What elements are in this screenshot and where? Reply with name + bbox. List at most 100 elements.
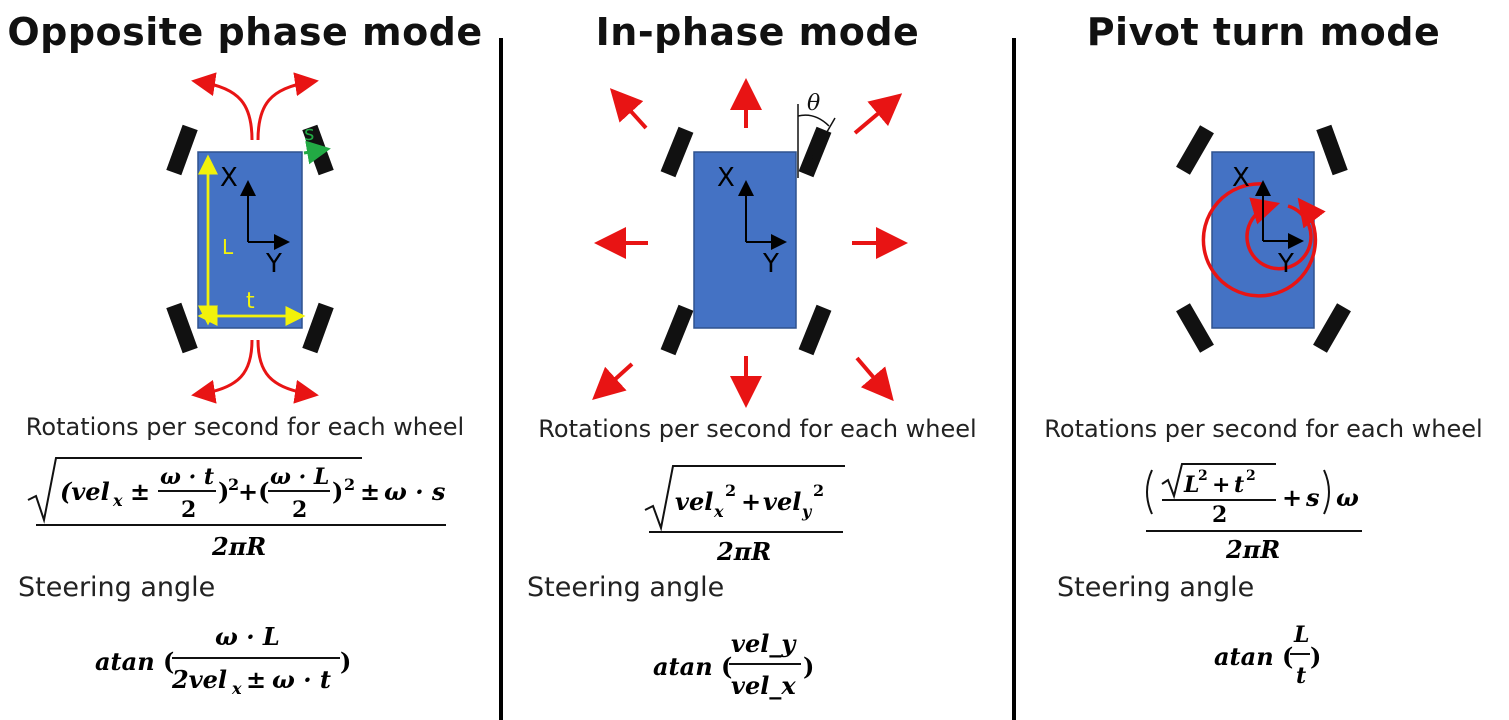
rotation-arrow-top-left [191,72,254,141]
svg-text:x: x [112,491,123,510]
s-offset-arrow [303,140,331,165]
svg-text:t: t [1234,472,1244,498]
svg-text:ω · L: ω · L [270,464,329,490]
steering-label: Steering angle [527,572,725,603]
theta-wheel-line [804,117,836,171]
divider-right [1012,38,1016,720]
x-axis-label: X [220,163,238,193]
svg-text:2: 2 [1198,468,1208,484]
svg-text:): ) [218,477,229,506]
svg-text:(vel: (vel [60,477,110,506]
pivot-turn-diagram: X Y [1176,124,1351,353]
wheel-front-right [1316,124,1348,176]
wheel-front-left [660,126,694,178]
steer-numerator: ω · L [215,622,280,651]
svg-text:2: 2 [813,481,824,500]
svg-text:±: ± [360,477,380,506]
panel-pivot-turn: Pivot turn mode X Y Rotations per second… [1018,0,1509,720]
svg-text:(: ( [1282,642,1293,671]
svg-text:2: 2 [228,475,239,494]
theta-label: θ [807,91,820,116]
steer-denominator: t [1296,663,1306,689]
opposite-phase-diagram: s L t X Y [166,72,334,404]
panel-title: In-phase mode [595,10,920,54]
svg-text:2: 2 [181,497,196,523]
wheel-front-left [166,124,198,176]
svg-text:(: ( [721,652,732,681]
svg-text:L: L [1183,472,1199,498]
svg-text:ω · s: ω · s [384,477,446,506]
s-label: s [304,121,314,145]
steering-label: Steering angle [1057,572,1255,603]
svg-text:2vel: 2vel [171,665,227,694]
atan-label: atan [653,652,713,681]
svg-text:+: + [1282,483,1302,512]
svg-text:2: 2 [292,497,307,523]
steering-formula: atan ( vel_y vel_x ) [653,629,814,700]
svg-text:ω: ω [1336,483,1359,512]
panel-title: Pivot turn mode [1086,10,1441,54]
rps-denominator: 2πR [211,532,266,560]
rotation-arrow-inner [1245,197,1313,271]
direction-arrow-down-left [592,362,634,401]
svg-text:+: + [1212,472,1230,498]
svg-text:): ) [1310,642,1321,671]
panel-opposite-phase: Opposite phase mode s L t [0,0,490,720]
t-label: t [246,289,255,314]
x-axis-label: X [717,163,735,193]
svg-text:2: 2 [725,481,736,500]
panel-in-phase: In-phase mode θ X Y Rotations per secon [505,0,1010,720]
wheel-rear-right [798,304,832,356]
direction-arrow-down-right [855,356,894,402]
svg-text:x: x [713,502,724,521]
y-axis-label: Y [1277,249,1294,279]
svg-text:2: 2 [344,475,355,494]
atan-label: atan [95,647,155,676]
wheel-rear-left [166,302,198,354]
svg-text:): ) [332,477,343,506]
svg-text:): ) [803,652,814,681]
svg-text:ω · t: ω · t [160,464,214,490]
steering-formula: atan ( L t ) [1214,622,1321,689]
rps-label: Rotations per second for each wheel [538,415,977,443]
panel-title: Opposite phase mode [7,10,483,54]
rotation-arrow-top-right [256,72,319,141]
svg-text:ω · t: ω · t [272,665,331,694]
steering-label: Steering angle [18,572,216,603]
svg-text:±: ± [130,477,150,506]
wheel-rear-right [1313,303,1351,353]
rps-denominator: 2πR [716,537,771,560]
wheel-rear-left [1176,303,1214,353]
rps-formula: L 2 + t 2 2 + s ω 2πR [1146,463,1362,560]
rps-formula: (vel x ± ω · t 2 ) 2 +( ω · L 2 ) 2 ± ω … [27,457,446,560]
svg-text:): ) [340,647,351,676]
atan-label: atan [1214,642,1274,671]
y-axis-label: Y [762,249,779,279]
steer-numerator: L [1293,622,1309,648]
rotation-arrow-outer [1201,182,1326,298]
svg-text:±: ± [246,665,266,694]
rps-denominator: 2πR [1225,535,1280,560]
steer-numerator: vel_y [731,629,797,658]
rps-label: Rotations per second for each wheel [25,413,465,441]
svg-text:2: 2 [1246,468,1256,484]
rps-formula: vel x 2 + vel y 2 2πR [644,465,845,560]
steer-denominator: vel_x [731,671,796,700]
svg-text:(: ( [163,647,174,676]
wheel-front-left [1176,125,1214,175]
y-axis-label: Y [265,249,282,279]
svg-text:+: + [741,487,761,516]
L-label: L [222,235,234,259]
rps-label: Rotations per second for each wheel [1044,415,1483,443]
svg-text:2: 2 [1212,502,1227,528]
direction-arrow-up-left [609,88,648,130]
svg-text:x: x [231,679,242,698]
svg-text:y: y [801,502,813,521]
divider-left [499,38,503,720]
direction-arrow-up-right [853,93,903,135]
steering-formula: atan ( ω · L 2vel x ± ω · t ) [95,622,351,698]
in-phase-diagram: θ X Y [592,78,908,408]
svg-text:vel: vel [763,487,801,516]
svg-text:s: s [1305,483,1320,512]
wheel-rear-left [660,304,694,356]
